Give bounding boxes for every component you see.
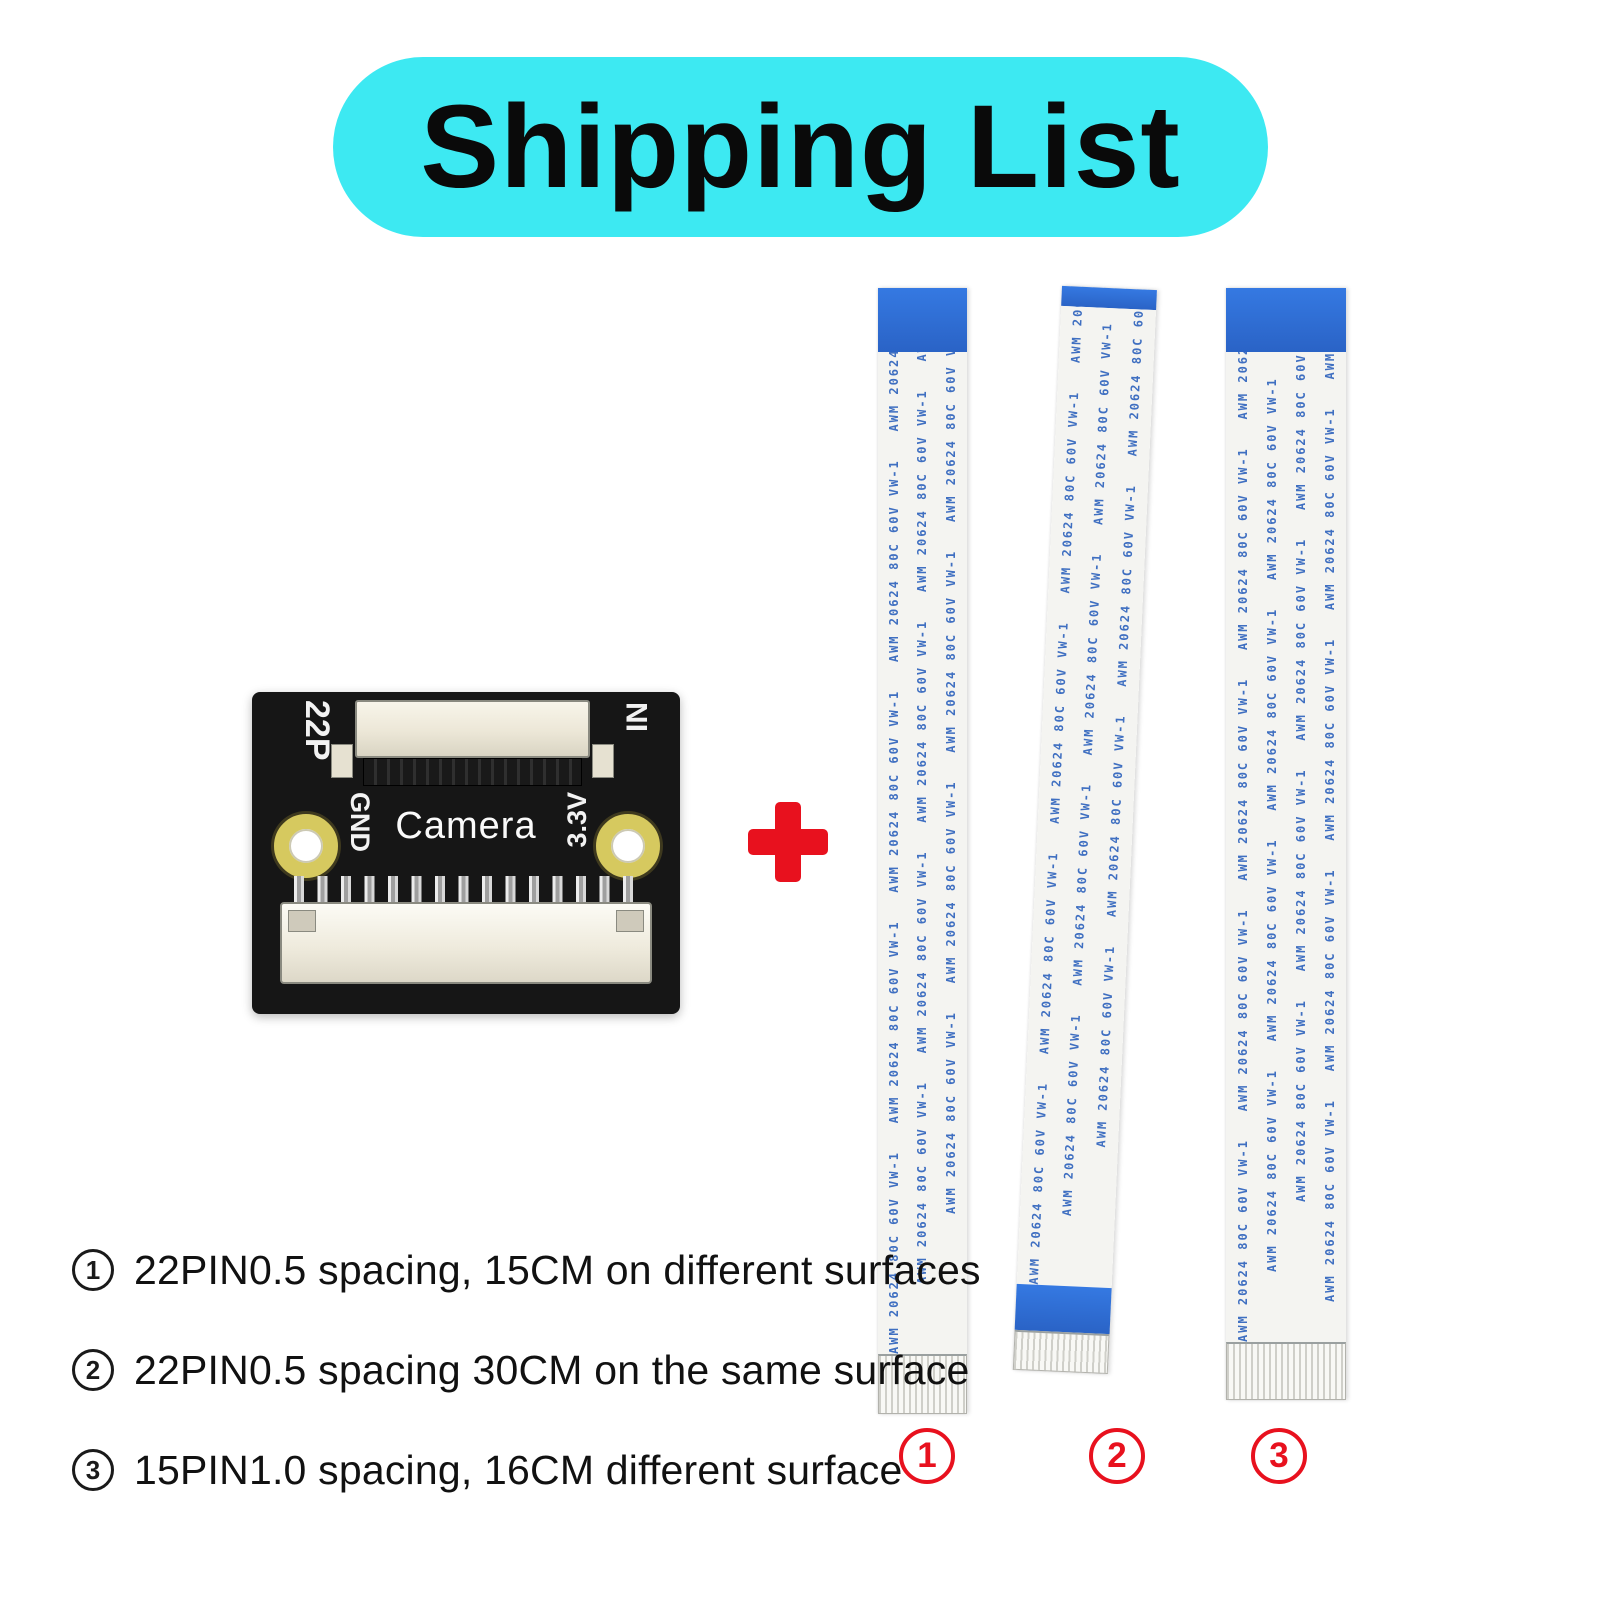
- cable-1-number: 1: [917, 1436, 937, 1475]
- cable-3-blue-stiffener: [1226, 288, 1346, 352]
- legend-2-number: 2: [85, 1354, 101, 1385]
- legend-1-number: 1: [85, 1254, 101, 1285]
- board-label-in: IN: [621, 702, 654, 732]
- cable-3-body: AWM 20624 80C 60V VW-1 AWM 20624 80C 60V…: [1226, 352, 1346, 1342]
- ffc-cable-1: AWM 20624 80C 60V VW-1 AWM 20624 80C 60V…: [878, 288, 967, 1414]
- cable-1-contact-end: [878, 1354, 967, 1414]
- camera-adapter-board: 22P IN GND 3.3V Camera: [252, 692, 680, 1014]
- legend-1-badge: 1: [72, 1249, 114, 1291]
- mounting-hole-left: [274, 814, 338, 878]
- legend-item-3: 3 15PIN1.0 spacing, 16CM different surfa…: [72, 1442, 902, 1498]
- legend-1-text: 22PIN0.5 spacing, 15CM on different surf…: [134, 1246, 981, 1293]
- legend-2-badge: 2: [72, 1349, 114, 1391]
- cable-print-text: AWM 20624 80C 60V VW-1 AWM 20624 80C 60V…: [1264, 352, 1279, 1272]
- cable-3-number-badge: 3: [1251, 1428, 1307, 1484]
- cable-print-text: AWM 20624 80C 60V VW-1 AWM 20624 80C 60V…: [1235, 352, 1250, 1342]
- legend-3-number: 3: [85, 1454, 101, 1485]
- plus-icon: [748, 802, 828, 882]
- legend-item-2: 2 22PIN0.5 spacing 30CM on the same surf…: [72, 1342, 970, 1398]
- legend-3-text: 15PIN1.0 spacing, 16CM different surface: [134, 1446, 903, 1493]
- mounting-hole-right: [596, 814, 660, 878]
- ffc-connector-top: [331, 700, 614, 792]
- cable-1-body: AWM 20624 80C 60V VW-1 AWM 20624 80C 60V…: [878, 352, 967, 1354]
- cable-print-text: AWM 20624 80C 60V VW-1 AWM 20624 80C 60V…: [1294, 352, 1308, 1342]
- legend-2-text: 22PIN0.5 spacing 30CM on the same surfac…: [134, 1346, 970, 1393]
- cable-2-number-badge: 2: [1089, 1428, 1145, 1484]
- ffc-cable-3: AWM 20624 80C 60V VW-1 AWM 20624 80C 60V…: [1226, 288, 1346, 1400]
- ffc-connector-top-latch: [363, 758, 582, 786]
- cable-2-body: AWM 20624 80C 60V VW-1 AWM 20624 80C 60V…: [1016, 305, 1157, 1289]
- cable-3-contact-end: [1226, 1342, 1346, 1400]
- cable-2-blue-stiffener: [1014, 1283, 1112, 1335]
- ffc-connector-bottom-body: [280, 902, 652, 984]
- ffc-cable-2: AWM 20624 80C 60V VW-1 AWM 20624 80C 60V…: [1012, 285, 1157, 1375]
- cable-1-number-badge: 1: [899, 1428, 955, 1484]
- board-label-camera: Camera: [395, 805, 537, 847]
- plus-icon-vertical-bar: [775, 802, 801, 882]
- page-title: Shipping List: [420, 81, 1181, 213]
- cable-print-text: AWM 20624 80C 60V VW-1 AWM 20624 80C 60V…: [944, 352, 958, 1354]
- cable-2-contact-end: [1012, 1329, 1110, 1375]
- title-banner: Shipping List: [333, 57, 1268, 237]
- cable-1-blue-stiffener: [878, 288, 967, 352]
- cable-print-text: AWM 20624 80C 60V VW-1 AWM 20624 80C 60V…: [915, 352, 930, 1284]
- cable-print-text: AWM 20624 80C 60V VW-1 AWM 20624 80C 60V…: [1322, 352, 1337, 1302]
- board-label-22p: 22P: [298, 700, 336, 761]
- board-label-gnd: GND: [345, 792, 375, 852]
- ffc-cable-2-ribbon: AWM 20624 80C 60V VW-1 AWM 20624 80C 60V…: [1012, 285, 1157, 1375]
- legend-item-1: 1 22PIN0.5 spacing, 15CM on different su…: [72, 1242, 981, 1298]
- connector-pins: [294, 876, 638, 902]
- legend-3-badge: 3: [72, 1449, 114, 1491]
- cable-print-text: AWM 20624 80C 60V VW-1 AWM 20624 80C 60V…: [887, 352, 902, 1354]
- cable-3-number: 3: [1269, 1436, 1289, 1475]
- ffc-connector-bottom: [280, 876, 652, 988]
- cable-2-number: 2: [1107, 1436, 1127, 1475]
- ffc-connector-top-body: [355, 700, 590, 758]
